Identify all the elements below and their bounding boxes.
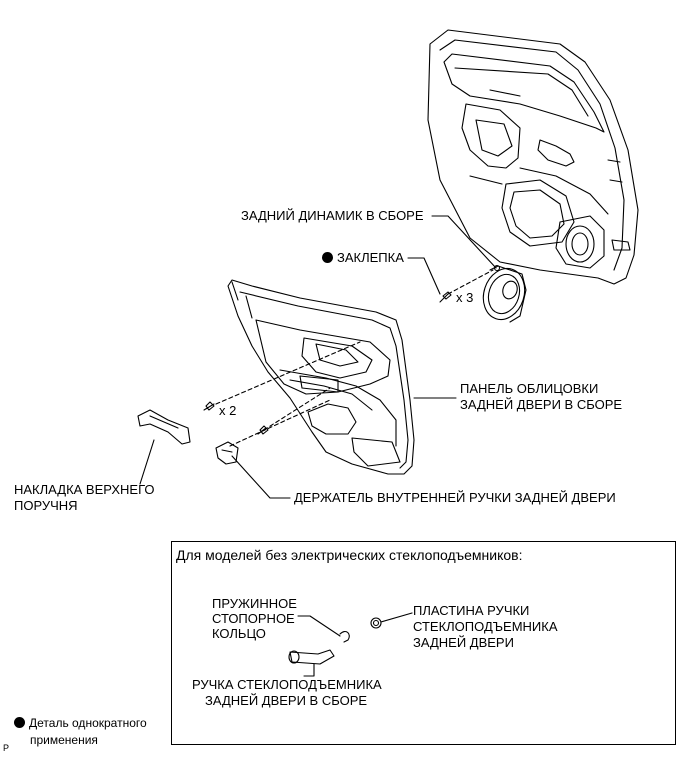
label-panel-line2: ЗАДНЕЙ ДВЕРИ В СБОРЕ (460, 397, 623, 412)
label-qty-3: x 3 (456, 290, 474, 305)
label-snap-ring-line1: ПРУЖИННОЕ (212, 596, 297, 611)
corner-mark: P (3, 743, 10, 753)
label-rivet-text: ЗАКЛЕПКА (337, 250, 404, 265)
door-trim-panel (227, 279, 415, 475)
label-armrest-line1: НАКЛАДКА ВЕРХНЕГО (14, 482, 155, 497)
inset-parts (288, 612, 413, 677)
screws (203, 401, 269, 435)
armrest-cover-part (137, 409, 191, 445)
label-snap-ring-line3: КОЛЬЦО (212, 626, 266, 641)
label-window-handle-line2: ЗАДНЕЙ ДВЕРИ В СБОРЕ (205, 693, 368, 708)
handle-holder-part (215, 441, 239, 465)
assembly-guide-lines (215, 341, 361, 447)
single-use-dot-icon (322, 252, 333, 263)
label-plate-line1: ПЛАСТИНА РУЧКИ (413, 603, 530, 618)
label-rear-speaker: ЗАДНИЙ ДИНАМИК В СБОРЕ (241, 208, 424, 223)
rivet-parts (439, 269, 494, 303)
label-plate-line3: ЗАДНЕЙ ДВЕРИ (413, 635, 514, 650)
single-use-dot-icon (14, 717, 25, 728)
legend-single-use: Деталь однократного (14, 716, 147, 731)
manual-window-inset-box (171, 541, 676, 745)
label-panel-line1: ПАНЕЛЬ ОБЛИЦОВКИ (460, 381, 599, 396)
label-armrest-line2: ПОРУЧНЯ (14, 498, 78, 513)
label-window-handle-line1: РУЧКА СТЕКЛОПОДЪЕМНИКА (192, 677, 382, 692)
legend-line2: применения (30, 733, 98, 747)
label-qty-2: x 2 (219, 403, 237, 418)
label-snap-ring-line2: СТОПОРНОЕ (212, 611, 295, 626)
label-plate-line2: СТЕКЛОПОДЪЕМНИКА (413, 619, 558, 634)
label-rivet: ЗАКЛЕПКА (322, 250, 404, 266)
label-handle-holder: ДЕРЖАТЕЛЬ ВНУТРЕННЕЙ РУЧКИ ЗАДНЕЙ ДВЕРИ (294, 490, 616, 505)
legend-line1: Деталь однократного (29, 716, 147, 730)
rear-speaker (482, 264, 527, 323)
leader-lines (139, 215, 497, 499)
inset-title: Для моделей без электрических стеклоподъ… (176, 547, 523, 563)
rear-door-shell (427, 29, 639, 285)
